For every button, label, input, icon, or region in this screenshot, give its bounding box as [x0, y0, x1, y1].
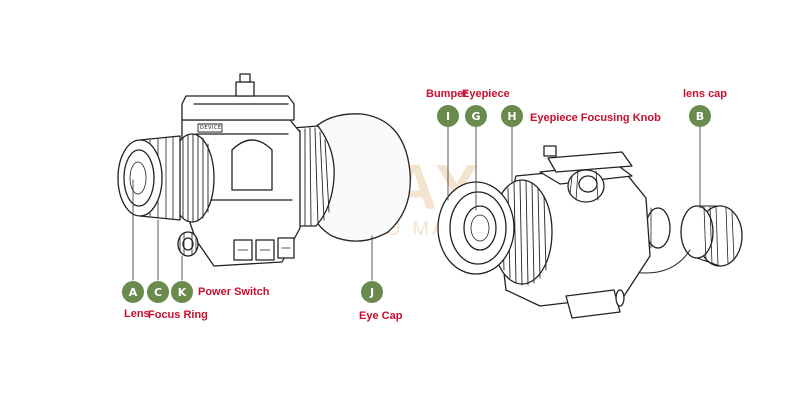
- label-focus-ring: Focus Ring: [148, 309, 208, 321]
- callout-j: J: [361, 281, 383, 303]
- callout-h: H: [501, 105, 523, 127]
- right-device-illustration: [437, 145, 743, 319]
- leader-lines: [132, 126, 701, 281]
- label-lens-cap: lens cap: [683, 88, 728, 100]
- left-power-knob: [177, 231, 199, 257]
- label-power-switch: Power Switch: [198, 286, 270, 298]
- callout-b: B: [689, 105, 711, 127]
- left-lens: [117, 139, 163, 217]
- left-eyepiece-ring: [291, 125, 335, 227]
- device-plate: DEVICE: [200, 125, 222, 131]
- left-top-rail: [181, 95, 295, 121]
- left-device-illustration: [117, 73, 411, 267]
- callout-k: K: [171, 281, 193, 303]
- label-lens: Lens: [124, 308, 150, 320]
- label-eyepiece: Eyepiece: [462, 88, 510, 100]
- callout-i: I: [437, 105, 459, 127]
- right-eyepiece-glass: [463, 205, 497, 251]
- right-focusing-knob: [567, 169, 605, 203]
- label-eye-cap: Eye Cap: [359, 310, 403, 322]
- label-bumper: Bumper: [426, 88, 468, 100]
- callout-c: C: [147, 281, 169, 303]
- label-eyepiece-focusing-knob: Eyepiece Focusing Knob: [530, 112, 661, 124]
- left-eye-cap: [311, 113, 411, 242]
- callout-a: A: [122, 281, 144, 303]
- callout-g: G: [465, 105, 487, 127]
